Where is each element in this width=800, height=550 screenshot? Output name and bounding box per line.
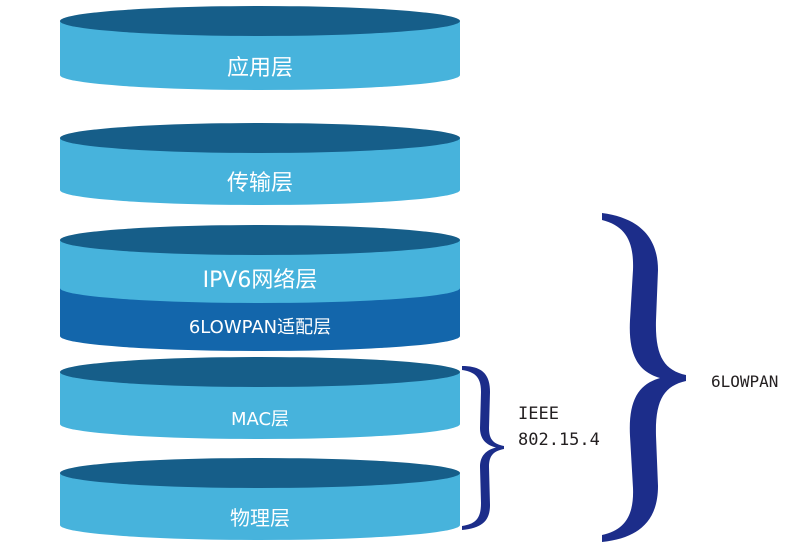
ieee-label-line2: 802.15.4 — [518, 430, 600, 450]
layer-application — [60, 6, 460, 90]
layer-label-application: 应用层 — [226, 56, 293, 81]
layer-mac — [60, 357, 460, 439]
ieee-label-line1: IEEE — [518, 404, 559, 424]
layer-label-transport: 传输层 — [226, 171, 293, 196]
layer-label-physical: 物理层 — [230, 506, 290, 530]
layer-ipv6-network — [60, 225, 460, 351]
ieee-brace-icon — [462, 366, 504, 530]
sixlowpan-label: 6LOWPAN — [711, 372, 779, 391]
layer-label-6lowpan-adaptation: 6LOWPAN适配层 — [188, 317, 332, 338]
layer-label-ipv6-network: IPV6网络层 — [202, 268, 318, 293]
layer-label-mac: MAC层 — [230, 409, 290, 430]
sixlowpan-brace-icon — [602, 213, 686, 542]
layer-transport — [60, 123, 460, 205]
layer-physical — [60, 458, 460, 540]
